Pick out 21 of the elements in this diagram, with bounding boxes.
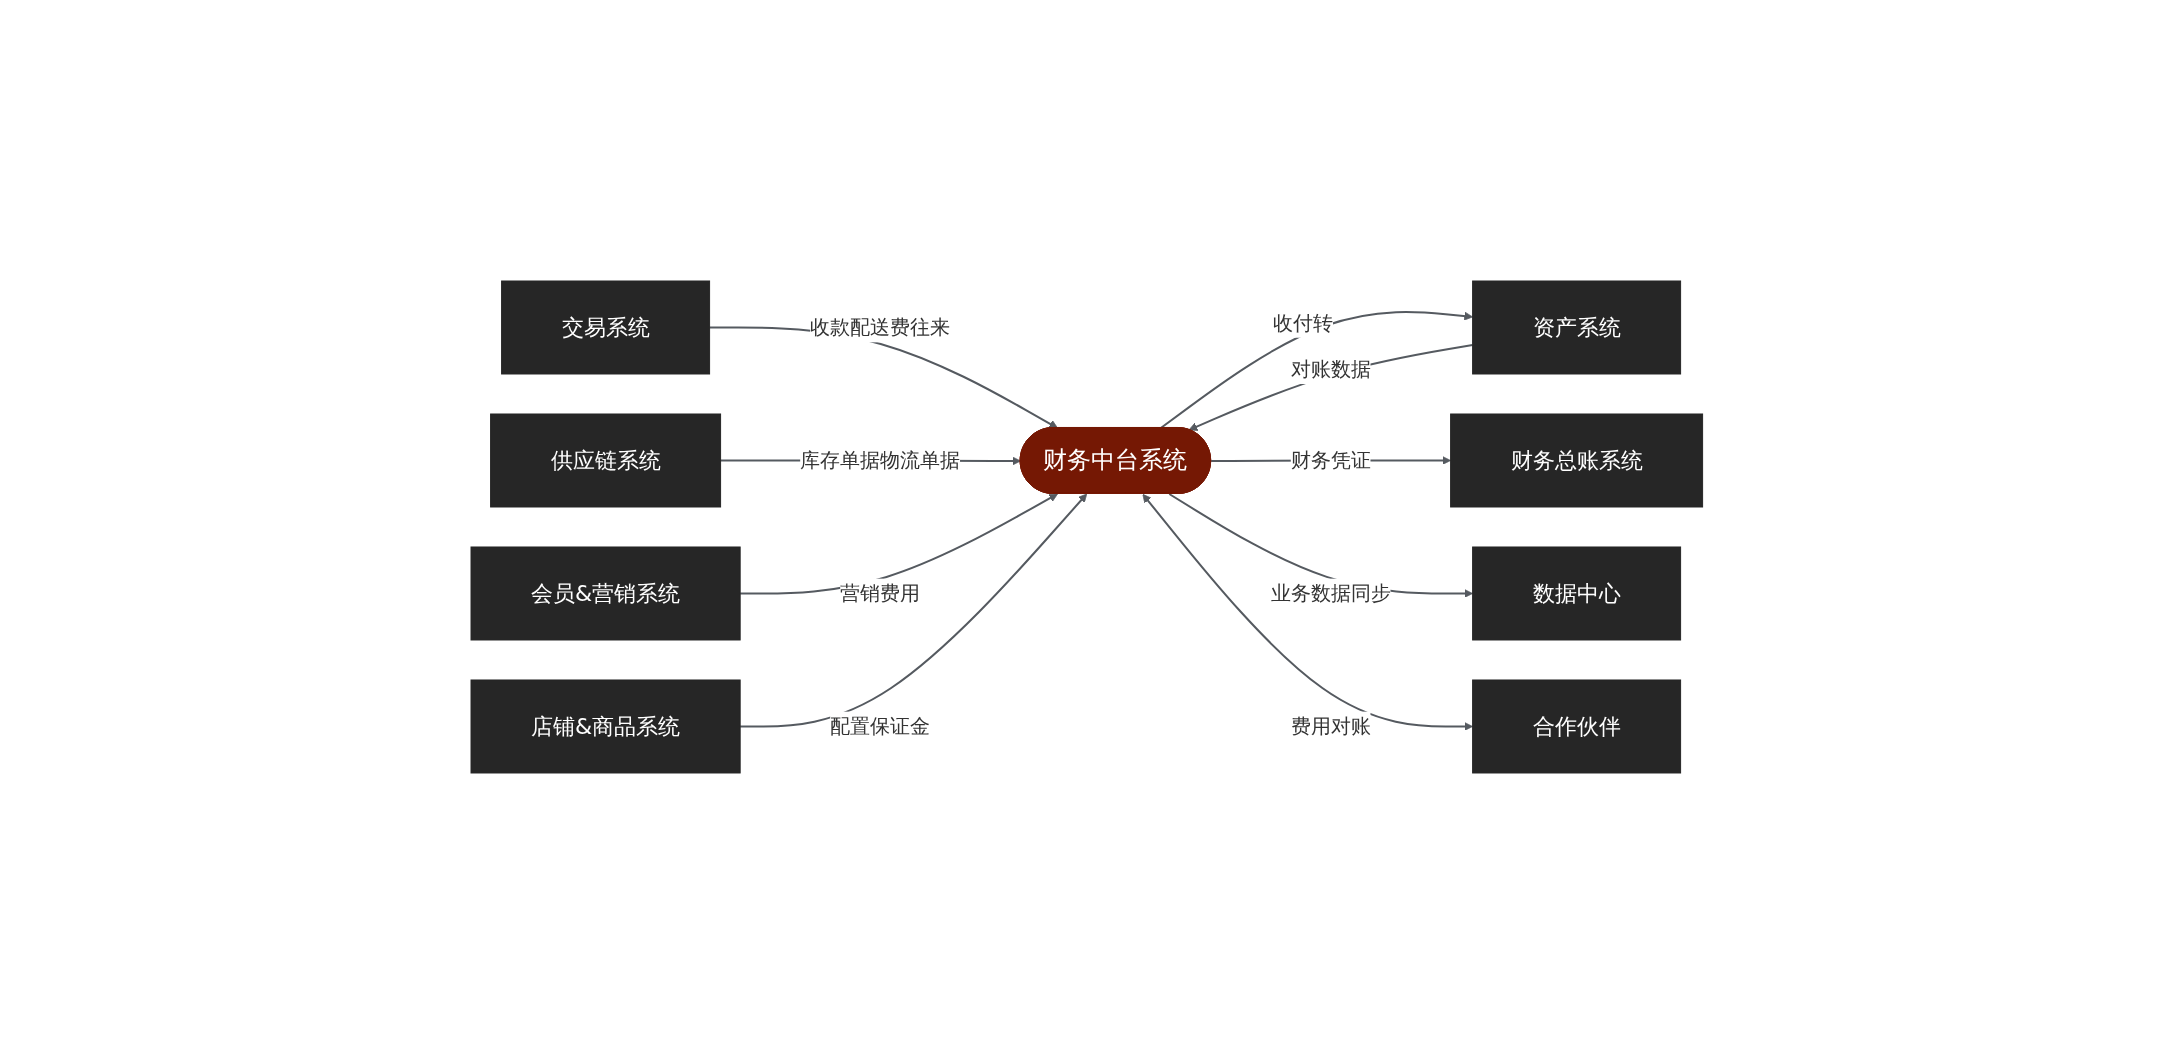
edge-label: 业务数据同步 <box>1270 581 1391 606</box>
node-box: 财务总账系统 <box>1450 413 1704 508</box>
edge-label: 对账数据 <box>1290 357 1371 381</box>
edge-label: 库存单据物流单据 <box>800 448 961 473</box>
edge-label: 费用对账 <box>1290 714 1371 739</box>
node-box: 数据中心 <box>1472 546 1682 641</box>
arrow <box>1160 310 1474 429</box>
edge-label: 收付转 <box>1273 310 1334 335</box>
node-box: 店铺&商品系统 <box>470 679 741 774</box>
edge-label: 营销费用 <box>840 581 921 606</box>
arrow <box>739 493 1059 595</box>
arrow <box>739 493 1088 728</box>
arrow <box>1188 344 1474 431</box>
node-box: 会员&营销系统 <box>470 546 741 641</box>
edge-label: 财务凭证 <box>1290 448 1371 473</box>
edge-label: 收款配送费往来 <box>810 315 951 340</box>
node-box: 资产系统 <box>1472 280 1682 375</box>
node-box: 交易系统 <box>501 280 711 375</box>
node-box: 合作伙伴 <box>1472 679 1682 774</box>
node-box: 供应链系统 <box>490 413 722 508</box>
edge-label: 配置保证金 <box>830 714 931 739</box>
